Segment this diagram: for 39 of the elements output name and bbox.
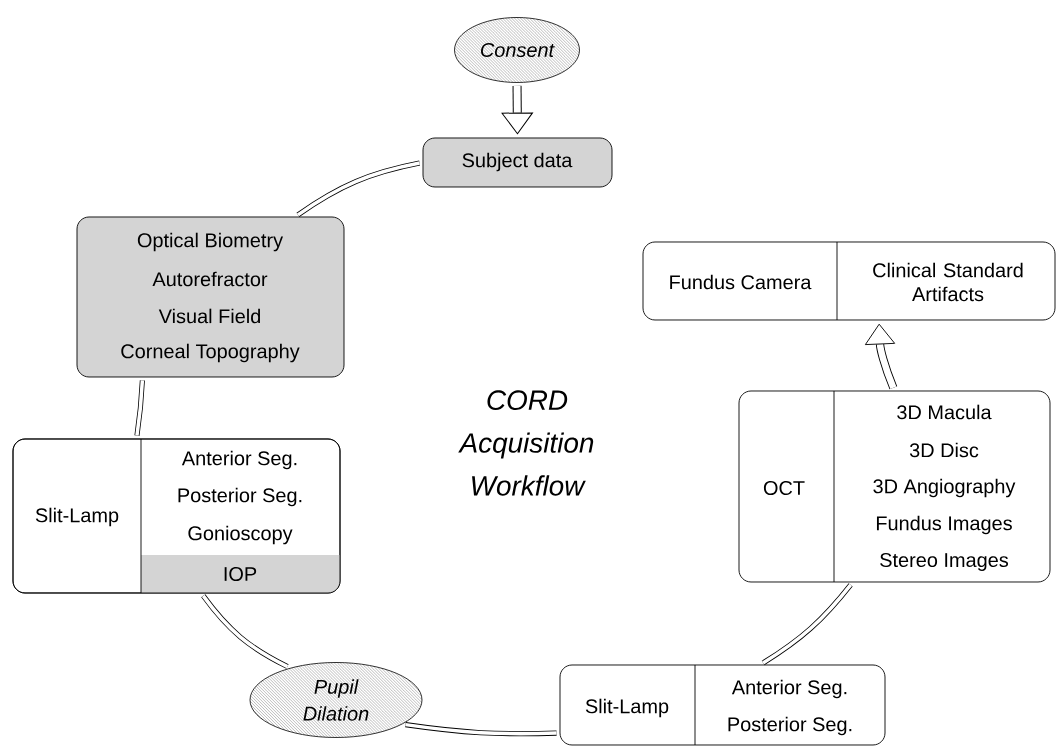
node-label: Fundus Camera (670, 274, 812, 290)
process-box (76, 216, 345, 378)
double-connector (201, 594, 289, 669)
node-label: Autorefractor (152, 271, 268, 287)
node-label: Visual Field (158, 308, 260, 324)
node-label: Stereo Images (880, 553, 1009, 572)
node-label: Optical Biometry (137, 232, 283, 252)
device-box (12, 438, 341, 594)
node-label: Clinical Standard Artifacts (873, 262, 1023, 302)
node-label: Slit-Lamp (35, 507, 119, 527)
hatched-ellipse (454, 17, 580, 83)
node-label: Anterior Seg. (181, 450, 297, 470)
device-box (559, 664, 886, 746)
node-label: 3D Disc (909, 442, 979, 458)
hatched-ellipse (249, 662, 423, 738)
node-label: Consent (481, 42, 555, 58)
double-connector (134, 380, 145, 436)
node-label: Gonioscopy (188, 525, 293, 545)
node-label: Subject data (462, 152, 573, 172)
device-box (642, 241, 1056, 321)
node-label: Slit-Lamp (585, 698, 669, 718)
device-box (738, 390, 1051, 583)
node-label: Posterior Seg. (728, 716, 852, 736)
node-label: OCT (763, 480, 805, 496)
diagram-title: CORD Acquisition Workflow (458, 390, 594, 496)
node-label: 3D Angiography (873, 478, 1016, 498)
double-connector (761, 583, 853, 666)
hollow-arrow (501, 85, 533, 135)
process-box (422, 137, 613, 188)
node-label: Posterior Seg. (178, 487, 302, 507)
double-connector (296, 160, 421, 217)
double-connector (405, 722, 557, 737)
node-label: Fundus Images (876, 515, 1012, 535)
node-label: Pupil Dilation (303, 679, 369, 721)
node-label: 3D Macula (897, 404, 992, 420)
node-label: Anterior Seg. (731, 679, 847, 699)
hollow-arrow (864, 323, 898, 390)
node-label: IOP (224, 566, 257, 582)
node-label: Corneal Topography (121, 343, 300, 363)
